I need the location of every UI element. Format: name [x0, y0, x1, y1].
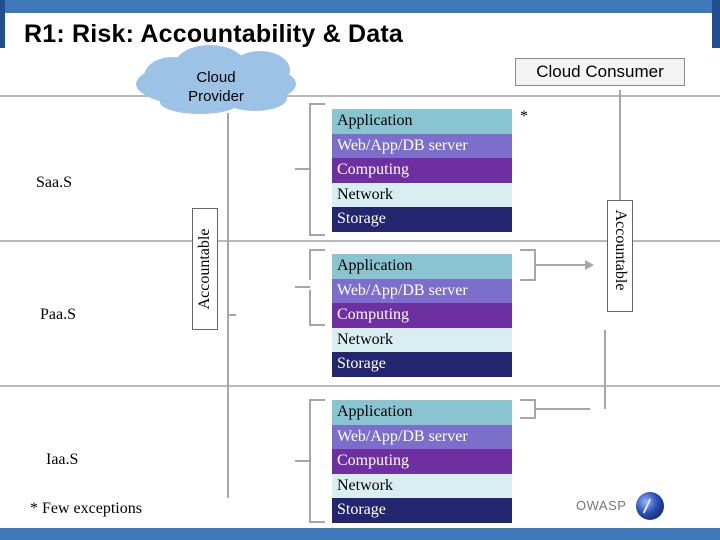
stack-layer: Storage	[332, 498, 512, 523]
stack-layer: Network	[332, 327, 512, 353]
stack-layer: Network	[332, 473, 512, 499]
provider-accountable-label: Accountable	[196, 228, 213, 310]
paas-right-arrow-head	[585, 260, 594, 270]
bottom-accent-bar	[0, 528, 720, 540]
cloud-icon	[136, 45, 296, 114]
stack-layer: Web/App/DB server	[332, 278, 512, 304]
consumer-asterisk: *	[520, 108, 528, 125]
stack-layer: Computing	[332, 303, 512, 328]
consumer-accountable-label: Accountable	[612, 209, 629, 291]
iaas-right-bracket	[520, 399, 590, 419]
stack-layer: Computing	[332, 449, 512, 474]
cloud-provider-label: Cloud Provider	[188, 69, 244, 105]
title-area	[5, 13, 712, 49]
slide-title: R1: Risk: Accountability & Data	[24, 20, 403, 48]
stack-layer: Web/App/DB server	[332, 133, 512, 159]
cloud-consumer-label: Cloud Consumer	[515, 58, 685, 86]
iaas-left-bracket	[295, 399, 325, 523]
stack-layer: Application	[332, 400, 512, 425]
right-accent-bar	[712, 0, 720, 48]
left-accent-bar	[0, 0, 5, 48]
paas-label: Paa.S	[40, 306, 76, 323]
saas-left-bracket	[295, 103, 325, 236]
saas-label: Saa.S	[36, 174, 72, 191]
stack-layer: Storage	[332, 207, 512, 232]
paas-right-bracket	[520, 249, 590, 281]
separator-top	[0, 95, 720, 97]
top-accent-bar	[0, 0, 720, 13]
stack-layer: Application	[332, 254, 512, 279]
separator-bottom	[0, 385, 720, 387]
owasp-globe-icon	[636, 492, 664, 520]
stack-layer: Application	[332, 109, 512, 134]
iaas-label: Iaa.S	[46, 451, 79, 468]
provider-accountable-box	[192, 208, 218, 330]
stack-layer: Computing	[332, 158, 512, 183]
consumer-connector	[604, 90, 621, 409]
owasp-logo-text: OWASP	[576, 498, 627, 513]
consumer-accountable-box	[607, 200, 633, 312]
provider-connector	[227, 113, 236, 498]
stack-layer: Web/App/DB server	[332, 424, 512, 450]
stack-layer: Storage	[332, 352, 512, 377]
separator-middle	[0, 240, 720, 242]
paas-left-bracket	[295, 249, 325, 326]
stack-layer: Network	[332, 182, 512, 208]
footnote: * Few exceptions	[30, 500, 142, 517]
